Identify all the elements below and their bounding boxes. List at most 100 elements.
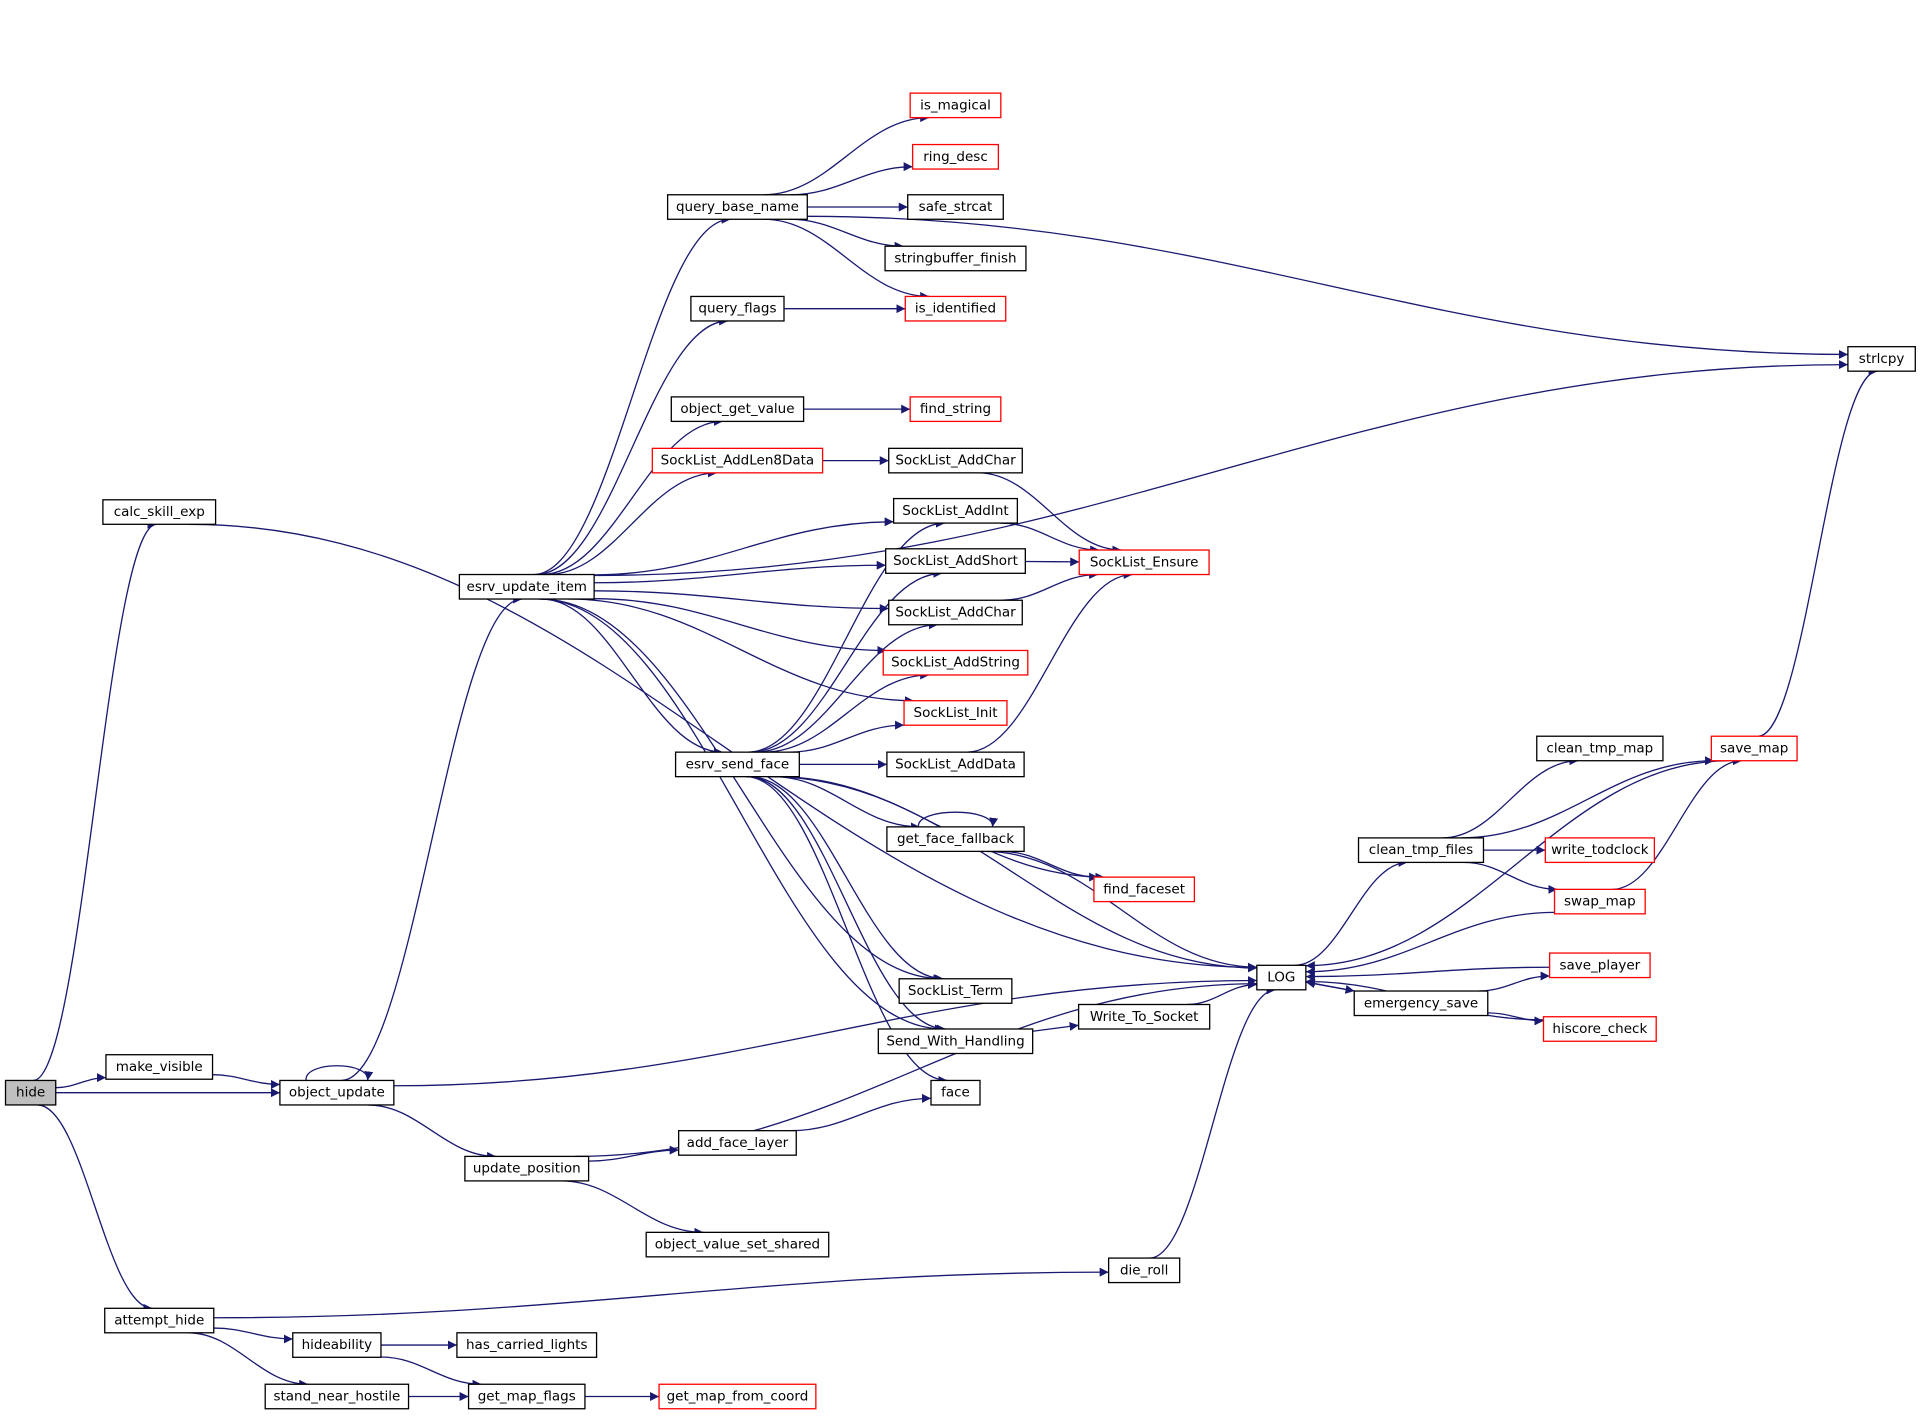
node-face[interactable]: face: [930, 1079, 981, 1106]
edge-path: [966, 570, 1133, 753]
edge-path: [790, 1093, 932, 1132]
edge-path: [790, 162, 913, 196]
node-log[interactable]: LOG: [1256, 964, 1307, 991]
node-save-map[interactable]: save_map: [1710, 735, 1798, 762]
node-is-identified[interactable]: is_identified: [904, 295, 1007, 322]
edge-path: [749, 776, 944, 984]
edge-esrv_update_item-to-esrv_send_face: [541, 598, 723, 757]
node-label: ring_desc: [923, 149, 988, 165]
edge-esrv_send_face-to-SockList_AddChar_b: [755, 620, 938, 753]
node-add-face-layer[interactable]: add_face_layer: [678, 1130, 797, 1156]
edge-path: [213, 1267, 1109, 1319]
node-box: [464, 1155, 590, 1182]
edge-clean_tmp_files-to-save_map: [1461, 756, 1715, 839]
edge-query_base_name-to-ring_desc: [790, 162, 913, 196]
node-get-face-fallback[interactable]: get_face_fallback: [886, 826, 1025, 853]
node-box: [1357, 837, 1485, 864]
nodes-layer: hide calc_skill_exp make_visible attempt_hi…: [4, 92, 1916, 1410]
node-query-flags[interactable]: query_flags: [690, 295, 785, 322]
edge-SockList_AddChar_b-to-SockList_Ensure: [1001, 570, 1099, 601]
node-label: add_face_layer: [687, 1135, 789, 1151]
node-stand-near-hostile[interactable]: stand_near_hostile: [264, 1383, 410, 1410]
node-has-carried-lights[interactable]: has_carried_lights: [456, 1332, 598, 1358]
node-swap-map[interactable]: swap_map: [1553, 888, 1646, 915]
node-socklist-addint[interactable]: SockList_AddInt: [892, 497, 1019, 524]
edge-path: [789, 218, 904, 251]
node-socklist-term[interactable]: SockList_Term: [898, 978, 1013, 1004]
edge-esrv_send_face-to-SockList_AddInt: [747, 518, 945, 753]
node-box: [898, 978, 1013, 1004]
node-label: object_value_set_shared: [655, 1237, 820, 1253]
node-is-magical[interactable]: is_magical: [909, 92, 1002, 119]
edge-attempt_hide-to-hideability: [213, 1327, 293, 1344]
node-box: [645, 1231, 830, 1258]
node-esrv-update-item[interactable]: esrv_update_item: [458, 573, 595, 600]
node-hiscore-check[interactable]: hiscore_check: [1542, 1016, 1657, 1042]
node-object-update[interactable]: object_update: [279, 1079, 395, 1106]
edge-swap_map-to-LOG: [1305, 911, 1555, 977]
node-label: die_roll: [1120, 1262, 1168, 1278]
node-socklist-addchar-a[interactable]: SockList_AddChar: [888, 447, 1023, 474]
node-box: [1553, 888, 1646, 915]
edge-query_base_name-to-is_identified: [763, 218, 930, 301]
node-write-to-socket[interactable]: Write_To_Socket: [1077, 1003, 1211, 1030]
node-emergency-save[interactable]: emergency_save: [1353, 990, 1489, 1017]
node-box: [911, 143, 1000, 170]
node-object-get-value[interactable]: object_get_value: [670, 396, 805, 423]
edge-path: [747, 518, 945, 753]
node-make-visible[interactable]: make_visible: [105, 1054, 214, 1080]
node-query-base-name[interactable]: query_base_name: [666, 194, 808, 220]
node-clean-tmp-map[interactable]: clean_tmp_map: [1536, 735, 1664, 762]
node-box: [888, 447, 1023, 474]
node-attempt-hide[interactable]: attempt_hide: [104, 1307, 215, 1334]
edge-object_update-to-update_position: [367, 1104, 497, 1161]
node-socklist-ensure[interactable]: SockList_Ensure: [1078, 549, 1210, 576]
edge-path: [568, 598, 914, 706]
node-socklist-addshort[interactable]: SockList_AddShort: [885, 548, 1026, 574]
edge-esrv_update_item-to-object_get_value: [541, 416, 723, 576]
edge-path: [212, 1074, 280, 1089]
node-stringbuffer-finish[interactable]: stringbuffer_finish: [884, 245, 1027, 272]
node-get-map-from-coord[interactable]: get_map_from_coord: [658, 1383, 817, 1410]
edge-esrv_send_face-to-Send_With_Handling: [747, 776, 946, 1034]
node-write-todclock[interactable]: write_todclock: [1544, 837, 1656, 864]
node-send-with-handling[interactable]: Send_With_Handling: [877, 1028, 1034, 1055]
node-label: SockList_AddChar: [895, 453, 1016, 469]
node-box: [904, 295, 1007, 322]
edge-path: [380, 1356, 482, 1389]
edge-esrv_send_face-to-LOG: [768, 776, 1257, 973]
node-ring-desc[interactable]: ring_desc: [911, 143, 1000, 170]
node-die-roll[interactable]: die_roll: [1107, 1257, 1181, 1284]
edge-esrv_update_item-to-SockList_AddShort: [594, 560, 886, 584]
node-safe-strcat[interactable]: safe_strcat: [907, 194, 1004, 220]
node-box: [1536, 735, 1664, 762]
node-calc-skill-exp[interactable]: calc_skill_exp: [102, 499, 217, 525]
edge-path: [768, 776, 1257, 973]
edge-path: [1001, 570, 1099, 601]
node-label: SockList_Init: [914, 705, 998, 721]
node-socklist-addstring[interactable]: SockList_AddString: [882, 649, 1029, 676]
edge-esrv_update_item-to-query_base_name: [533, 214, 731, 576]
node-save-player[interactable]: save_player: [1548, 952, 1651, 979]
node-socklist-addchar-b[interactable]: SockList_AddChar: [888, 599, 1023, 626]
edge-path: [560, 1180, 704, 1237]
node-object-value-set-shared[interactable]: object_value_set_shared: [645, 1231, 830, 1258]
node-socklist-adddata[interactable]: SockList_AddData: [886, 751, 1025, 778]
node-find-faceset[interactable]: find_faceset: [1093, 876, 1196, 903]
node-hideability[interactable]: hideability: [292, 1332, 382, 1358]
node-hide[interactable]: hide: [4, 1079, 57, 1106]
node-label: object_get_value: [680, 401, 794, 417]
node-esrv-send-face[interactable]: esrv_send_face: [674, 751, 800, 778]
node-socklist-init[interactable]: SockList_Init: [903, 700, 1008, 726]
node-get-map-flags[interactable]: get_map_flags: [467, 1383, 586, 1410]
edge-query_base_name-to-stringbuffer_finish: [789, 218, 904, 251]
node-label: clean_tmp_map: [1546, 740, 1653, 756]
edge-path: [305, 1065, 374, 1081]
node-clean-tmp-files[interactable]: clean_tmp_files: [1357, 837, 1485, 864]
edge-hide-to-make_visible: [55, 1073, 106, 1089]
node-find-string[interactable]: find_string: [909, 396, 1002, 423]
node-box: [892, 497, 1019, 524]
node-strlcpy[interactable]: strlcpy: [1847, 346, 1916, 372]
node-update-position[interactable]: update_position: [464, 1155, 590, 1182]
node-socklist-addlen8data[interactable]: SockList_AddLen8Data: [651, 447, 824, 474]
